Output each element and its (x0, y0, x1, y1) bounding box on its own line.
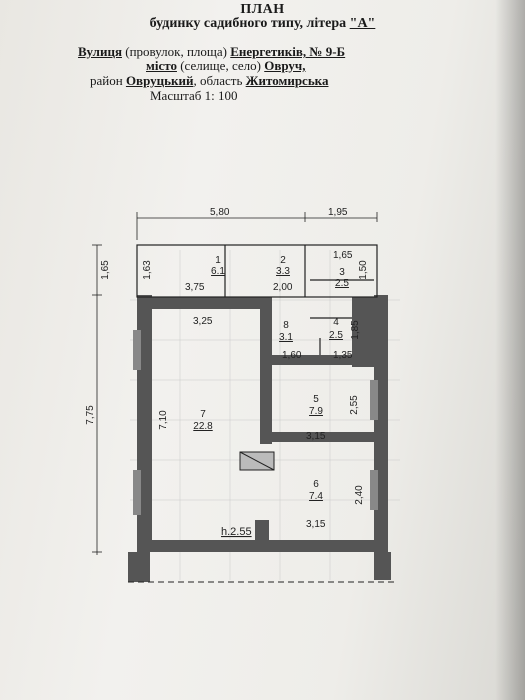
room-area: 22.8 (193, 421, 213, 432)
room-area: 2.5 (335, 278, 349, 289)
windows (133, 330, 378, 515)
room-area: 3.1 (279, 332, 293, 343)
district-name: Овруцький (125, 73, 194, 88)
room-area: 6.1 (211, 266, 225, 277)
thin-walls (136, 244, 378, 355)
room-number: 1 (215, 255, 221, 266)
room-5: 5 7.9 (309, 394, 323, 417)
room-number: 3 (339, 267, 345, 278)
region-name: Житомирська (245, 73, 329, 88)
room-7: 7 22.8 (193, 409, 213, 432)
region-word: , область (193, 73, 246, 88)
dim-top-right: 1,95 (328, 207, 348, 218)
page-shadow (495, 0, 525, 700)
room-area: 7.9 (309, 406, 323, 417)
room-number: 4 (333, 317, 339, 328)
dim-inner-165: 1,65 (333, 250, 353, 261)
dim-inner-163: 1,63 (142, 260, 153, 280)
dim-inner-185: 1,85 (350, 320, 361, 340)
room-4: 4 2.5 (329, 317, 343, 341)
dim-inner-315b: 3,15 (306, 519, 326, 530)
dim-inner-710: 7,10 (158, 410, 169, 430)
room-6: 6 7.4 (309, 479, 323, 502)
dim-inner-315a: 3,15 (306, 431, 326, 442)
dim-left-total: 7,75 (85, 405, 96, 425)
city-name: Овруч, (264, 58, 306, 73)
address-region-line: район Овруцький, область Житомирська (90, 74, 460, 88)
dim-inner-160: 1,60 (282, 350, 302, 361)
room-3: 3 2.5 (335, 267, 349, 289)
document-title: ПЛАН (240, 2, 285, 17)
subtitle-letter: "А" (349, 16, 376, 31)
district-word: район (90, 73, 126, 88)
room-8: 8 3.1 (279, 320, 293, 343)
address-street-line: Вулиця (провулок, площа) Енергетиків, № … (78, 45, 448, 59)
dim-top-left: 5,80 (210, 207, 230, 218)
room-number: 2 (280, 255, 286, 266)
document-subtitle: будинку садибного типу, літера "А" (0, 16, 525, 32)
outer-dimension-lines (92, 212, 378, 555)
room-area: 3.3 (276, 266, 290, 277)
room-number: 8 (283, 320, 289, 331)
room-area: 2.5 (329, 330, 343, 341)
ceiling-height-label: h.2.55 (221, 526, 252, 538)
room-number: 7 (200, 409, 206, 420)
stove (239, 451, 275, 471)
dim-inner-135: 1,35 (333, 350, 353, 361)
dim-inner-240: 2,40 (354, 485, 365, 505)
street-types: (провулок, площа) (121, 44, 231, 59)
dim-left-small: 1,65 (100, 260, 111, 280)
dim-inner-325: 3,25 (193, 316, 213, 327)
room-1: 1 6.1 (211, 255, 225, 277)
scale-line: Масштаб 1: 100 (150, 88, 238, 103)
street-name: Енергетиків, № 9-Б (230, 44, 346, 59)
street-word: Вулиця (78, 44, 122, 59)
dim-inner-200: 2,00 (273, 282, 293, 293)
subtitle-prefix: будинку садибного типу, літера (149, 16, 350, 31)
dim-inner-150: 1,50 (358, 260, 369, 280)
city-types: (селище, село) (176, 58, 265, 73)
room-area: 7.4 (309, 491, 323, 502)
room-number: 6 (313, 479, 319, 490)
dim-inner-255: 2,55 (349, 395, 360, 415)
address-city-line: місто (селище, село) Овруч, (146, 59, 516, 73)
room-2: 2 3.3 (276, 255, 290, 277)
room-number: 5 (313, 394, 319, 405)
city-word: місто (146, 58, 177, 73)
dim-inner-375: 3,75 (185, 282, 205, 293)
